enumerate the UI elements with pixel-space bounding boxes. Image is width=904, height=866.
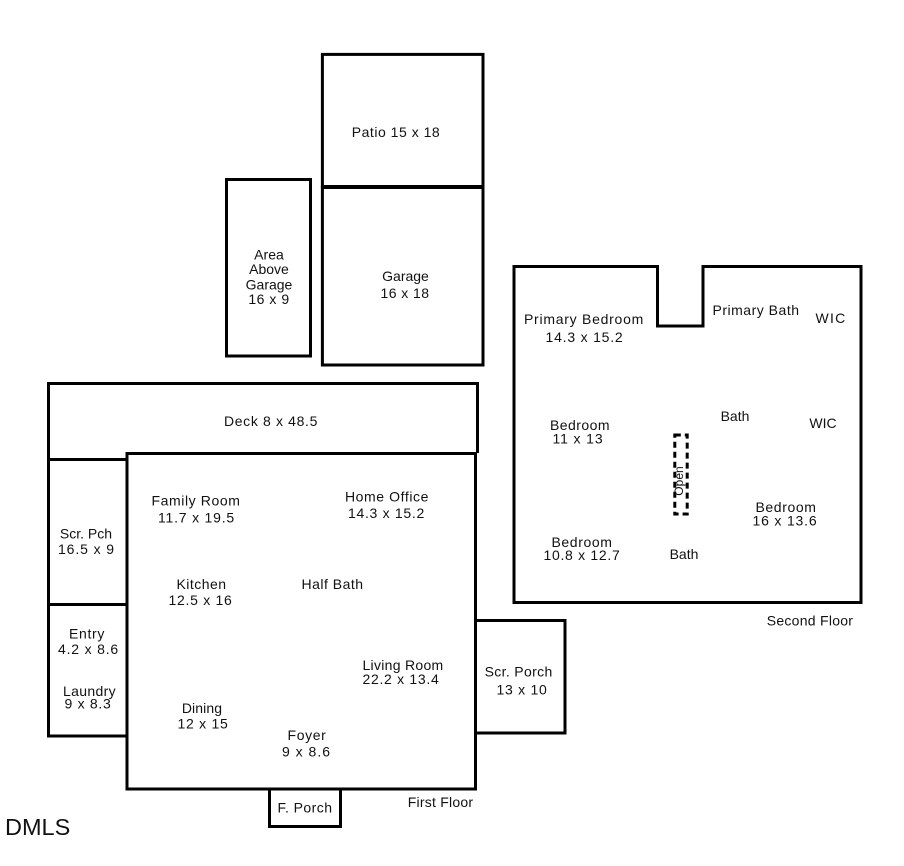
svg-text:12.5 x 16: 12.5 x 16 (169, 592, 233, 608)
svg-text:Living Room: Living Room (362, 657, 443, 673)
svg-text:Open: Open (672, 466, 686, 495)
svg-text:Garage: Garage (246, 277, 293, 293)
svg-text:Kitchen: Kitchen (177, 576, 227, 592)
svg-text:10.8 x 12.7: 10.8 x 12.7 (544, 547, 621, 563)
svg-text:11 x 13: 11 x 13 (553, 431, 604, 447)
svg-text:Bedroom: Bedroom (551, 534, 612, 550)
svg-text:DMLS: DMLS (5, 814, 70, 840)
svg-text:11.7 x 19.5: 11.7 x 19.5 (158, 510, 235, 526)
svg-text:Bath: Bath (721, 408, 750, 424)
svg-text:Primary Bedroom: Primary Bedroom (524, 311, 644, 327)
svg-text:Dining: Dining (182, 700, 222, 716)
svg-text:14.3 x 15.2: 14.3 x 15.2 (546, 329, 624, 345)
svg-text:Patio 15 x 18: Patio 15 x 18 (352, 124, 440, 140)
svg-text:14.3 x 15.2: 14.3 x 15.2 (348, 505, 425, 521)
svg-text:Primary Bath: Primary Bath (712, 302, 799, 318)
svg-text:Half Bath: Half Bath (302, 576, 364, 592)
svg-text:9 x 8.6: 9 x 8.6 (282, 744, 331, 760)
svg-text:First Floor: First Floor (408, 794, 474, 810)
svg-text:16 x 13.6: 16 x 13.6 (753, 513, 818, 529)
svg-text:WIC: WIC (815, 310, 846, 326)
svg-text:Scr. Porch: Scr. Porch (485, 664, 553, 680)
svg-text:16.5 x 9: 16.5 x 9 (58, 541, 115, 557)
svg-text:16 x 9: 16 x 9 (248, 291, 289, 307)
svg-text:Scr. Pch: Scr. Pch (60, 526, 112, 542)
svg-text:22.2 x 13.4: 22.2 x 13.4 (363, 671, 440, 687)
svg-text:13 x 10: 13 x 10 (496, 682, 547, 698)
svg-text:12 x 15: 12 x 15 (177, 716, 228, 732)
svg-text:4.2 x 8.6: 4.2 x 8.6 (58, 641, 119, 657)
svg-text:Laundry: Laundry (63, 683, 116, 699)
svg-text:Garage: Garage (382, 268, 429, 284)
svg-text:Bath: Bath (670, 546, 699, 562)
svg-text:Bedroom: Bedroom (550, 417, 610, 433)
svg-text:Above: Above (249, 261, 289, 277)
svg-text:16 x 18: 16 x 18 (380, 285, 429, 301)
svg-text:WIC: WIC (809, 415, 836, 431)
svg-text:9 x 8.3: 9 x 8.3 (65, 696, 112, 712)
svg-text:Second Floor: Second Floor (767, 612, 854, 628)
svg-text:Bedroom: Bedroom (755, 499, 816, 515)
svg-text:Family Room: Family Room (152, 493, 241, 509)
svg-text:Entry: Entry (69, 626, 105, 642)
svg-text:Home Office: Home Office (345, 489, 429, 505)
svg-text:Deck 8 x 48.5: Deck 8 x 48.5 (224, 413, 318, 429)
svg-text:Foyer: Foyer (288, 727, 327, 743)
svg-text:Area: Area (254, 247, 284, 263)
svg-text:F. Porch: F. Porch (278, 800, 333, 816)
